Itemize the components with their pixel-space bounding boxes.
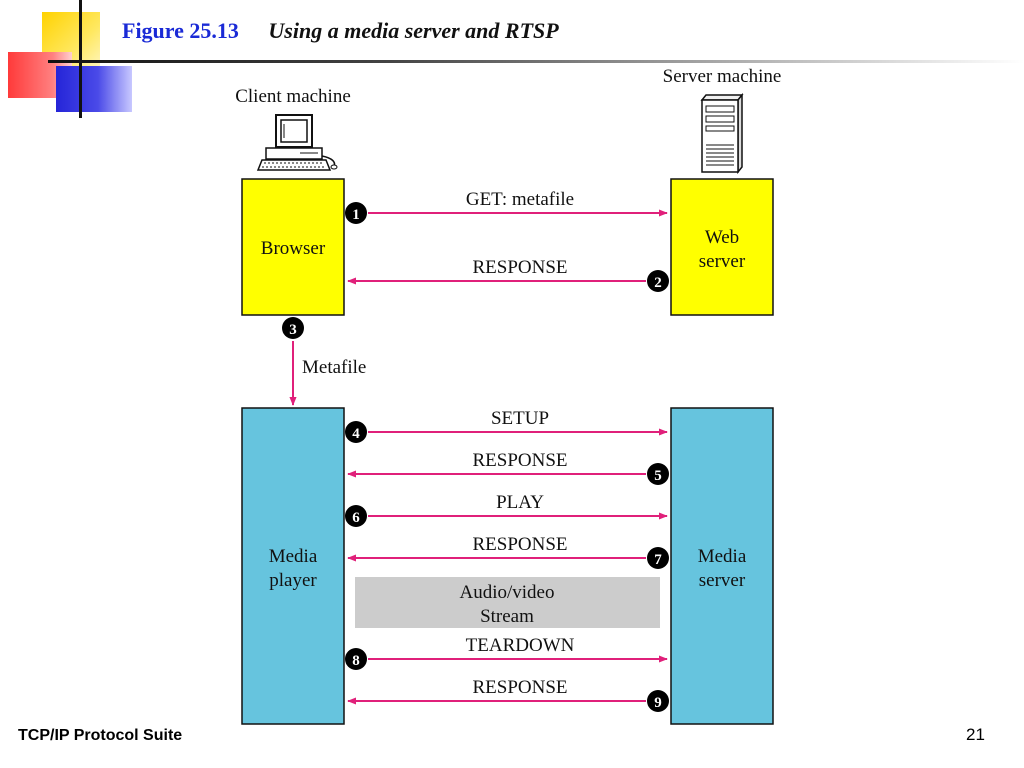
step-number-5: 5: [654, 468, 662, 484]
browser-label: Browser: [261, 238, 326, 259]
step-badge-4: [345, 421, 367, 443]
web-server-label-line1: Web: [705, 227, 739, 248]
step-number-2: 2: [654, 275, 662, 291]
step-badge-1: [345, 202, 367, 224]
stream-label-line1: Audio/video: [460, 582, 555, 603]
stream-bar: [355, 577, 660, 628]
computer-icon: [256, 114, 338, 171]
decor-blue-square: [56, 66, 132, 112]
slide-title: Figure 25.13 Using a media server and RT…: [122, 18, 559, 44]
message-label-6: PLAY: [496, 492, 544, 513]
media-server-label-line2: server: [699, 570, 746, 591]
step-badge-3: [282, 317, 304, 339]
media-server-label-line1: Media: [698, 546, 747, 567]
web-server-label-line2: server: [699, 251, 746, 272]
message-label-4: SETUP: [491, 408, 549, 429]
step-number-7: 7: [654, 552, 662, 568]
message-label-2: RESPONSE: [472, 257, 567, 278]
stream-label-line2: Stream: [480, 606, 534, 627]
step-badge-8: [345, 648, 367, 670]
media-player-box: [241, 407, 345, 725]
step-number-3: 3: [289, 322, 297, 338]
figure-caption: Using a media server and RTSP: [268, 18, 559, 43]
message-label-5: RESPONSE: [472, 450, 567, 471]
step-number-6: 6: [352, 510, 360, 526]
server-machine-label: Server machine: [663, 66, 782, 87]
message-label-1: GET: metafile: [466, 189, 574, 210]
step-number-9: 9: [654, 695, 662, 711]
browser-box: [241, 178, 345, 316]
footer-book-title: TCP/IP Protocol Suite: [18, 727, 183, 744]
message-label-7: RESPONSE: [472, 534, 567, 555]
step-badge-5: [647, 463, 669, 485]
media-player-label-line1: Media: [269, 546, 318, 567]
message-label-8: TEARDOWN: [466, 635, 575, 656]
decor-vertical-line: [79, 0, 82, 118]
figure-number: Figure 25.13: [122, 18, 239, 43]
page-number: 21: [966, 725, 985, 744]
step-badge-7: [647, 547, 669, 569]
step-number-4: 4: [352, 426, 360, 442]
metafile-label: Metafile: [302, 357, 366, 378]
media-server-box: [670, 407, 774, 725]
server-icon: [700, 92, 744, 175]
web-server-box: [670, 178, 774, 316]
step-badge-2: [647, 270, 669, 292]
media-player-label-line2: player: [269, 570, 317, 591]
step-badge-6: [345, 505, 367, 527]
client-machine-label: Client machine: [235, 86, 351, 107]
title-underline: [48, 60, 1024, 63]
step-badge-9: [647, 690, 669, 712]
step-number-1: 1: [352, 207, 360, 223]
step-number-8: 8: [352, 653, 360, 669]
message-label-9: RESPONSE: [472, 677, 567, 698]
